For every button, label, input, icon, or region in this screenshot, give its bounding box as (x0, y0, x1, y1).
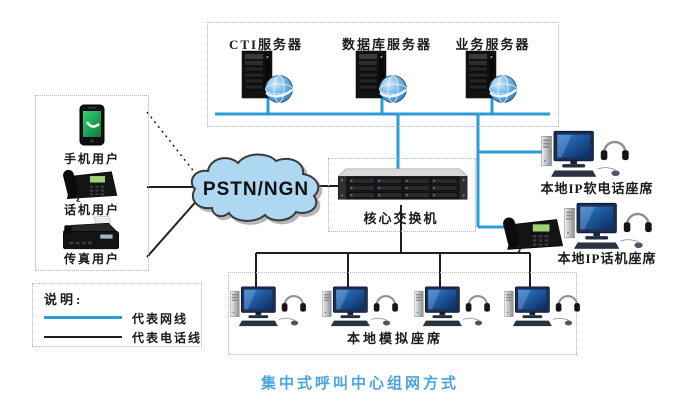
phone-line-label: 代表电话线 (132, 331, 203, 345)
cti-server-label: CTI服务器 (228, 37, 304, 52)
users-group-box (35, 95, 149, 271)
cti-server-icon (232, 48, 296, 104)
diagram-title: 集中式呼叫中心组网方式 (260, 375, 459, 392)
analog-seats-box (228, 272, 577, 355)
legend-title: 说明: (44, 292, 84, 307)
core-switch-label: 核心交换机 (363, 211, 439, 226)
phone-line-sample (44, 336, 122, 338)
analog-workstation-icon-1 (229, 284, 309, 328)
mobile-phone-icon (77, 104, 107, 146)
softphone-seat-label: 本地IP软电话座席 (540, 181, 654, 196)
servers-group-box (207, 22, 559, 127)
fax-user-label: 传真用户 (63, 252, 120, 266)
analog-workstation-icon-2 (321, 284, 401, 328)
softphone-workstation-icon (540, 128, 632, 179)
legend-box (32, 283, 202, 347)
cloud-label: PSTN/NGN (203, 179, 309, 200)
ip-desk-phone-icon (503, 210, 565, 253)
biz-server-label: 业务服务器 (455, 37, 531, 52)
db-server-label: 数据库服务器 (341, 37, 432, 52)
fax-machine-icon (61, 216, 121, 253)
analog-workstation-icon-3 (413, 284, 493, 328)
pstn-ngn-cloud: PSTN/NGN (190, 153, 320, 222)
ip-phone-seat-label: 本地IP话机座席 (557, 251, 657, 266)
mobile-user-label: 手机用户 (63, 152, 120, 166)
desk-phone-icon (63, 163, 119, 202)
core-switch-box (328, 158, 476, 232)
database-server-icon (346, 48, 410, 104)
phone-user-label: 话机用户 (63, 203, 120, 217)
network-line-label: 代表网线 (132, 312, 189, 326)
network-line-sample (44, 316, 122, 319)
ip-phone-workstation-icon (563, 200, 655, 251)
core-switch-icon (334, 166, 468, 204)
analog-workstation-icon-4 (503, 284, 583, 328)
cloud-shape (190, 153, 320, 222)
business-server-icon (456, 48, 520, 104)
analog-seats-label: 本地模拟座席 (346, 331, 443, 346)
